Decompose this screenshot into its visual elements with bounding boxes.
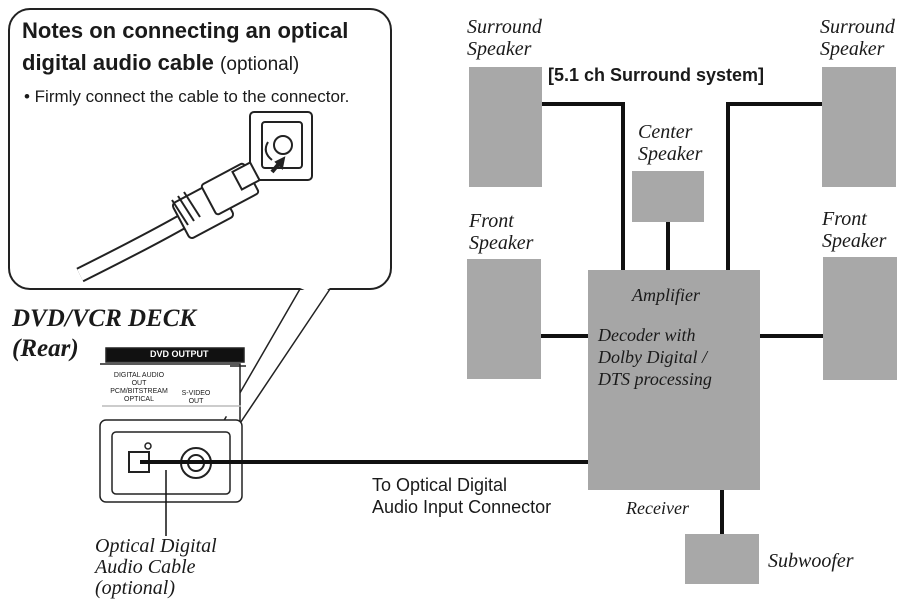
cable-label-line: Audio Cable	[95, 556, 196, 578]
surround-right-speaker	[822, 67, 896, 187]
svideo-label-line: OUT	[188, 398, 204, 405]
amplifier-label: Amplifier	[632, 285, 700, 305]
label-line: Surround	[467, 16, 542, 38]
notes-subtitle-normal: (optional)	[220, 54, 300, 75]
label-line: Speaker	[638, 143, 703, 165]
label-line: Speaker	[467, 38, 532, 60]
notes-subtitle-bold: digital audio cable	[22, 50, 214, 75]
decoder-line: Dolby Digital /	[598, 347, 707, 367]
notes-bullet: • Firmly connect the cable to the connec…	[24, 87, 350, 106]
notes-title: Notes on connecting an optical	[22, 18, 349, 43]
front-right-label: Front Speaker	[822, 208, 886, 252]
subwoofer-speaker	[685, 534, 759, 584]
wire-surround-right	[726, 102, 822, 270]
deck-title-line: (Rear)	[12, 335, 79, 362]
cable-label: Optical Digital Audio Cable (optional)	[95, 536, 217, 599]
port-label-line: PCM/BITSTREAM	[110, 388, 168, 395]
notes-callout	[8, 8, 392, 290]
receiver-box	[588, 270, 760, 490]
callout-gap	[300, 288, 330, 296]
cable-label-line: Optical Digital	[95, 535, 217, 557]
surround-right-label: Surround Speaker	[820, 16, 895, 60]
label-line: Speaker	[469, 232, 534, 254]
center-label: Center Speaker	[638, 121, 702, 165]
label-line: Speaker	[822, 230, 887, 252]
optical-connector-illustration	[249, 111, 313, 181]
port-label-line: DIGITAL AUDIO	[113, 372, 165, 379]
center-speaker	[632, 171, 704, 222]
connection-label-line: To Optical Digital	[372, 475, 508, 495]
svideo-label-line: S-VIDEO	[181, 390, 211, 397]
dvd-output-label: DVD OUTPUT	[150, 349, 209, 359]
wire-surround-left	[542, 102, 625, 270]
deck-title-line: DVD/VCR DECK	[12, 305, 197, 332]
label-line: Surround	[820, 16, 895, 38]
deck-title: DVD/VCR DECK (Rear)	[12, 304, 196, 364]
front-right-speaker	[823, 257, 897, 380]
optical-plug-illustration	[76, 161, 261, 283]
digital-audio-out-label: DIGITAL AUDIO OUT PCM/BITSTREAM OPTICAL	[104, 372, 174, 404]
port-label-line: OPTICAL	[124, 396, 154, 403]
surround-left-label: Surround Speaker	[467, 16, 542, 60]
port-label-line: OUT	[131, 380, 147, 387]
connection-label: To Optical Digital Audio Input Connector	[372, 474, 551, 518]
receiver-label: Receiver	[626, 498, 689, 518]
label-line: Speaker	[820, 38, 885, 60]
decoder-label: Decoder with Dolby Digital / DTS process…	[598, 324, 712, 390]
front-left-label: Front Speaker	[469, 210, 533, 254]
subwoofer-label: Subwoofer	[768, 550, 854, 572]
notes-subtitle: digital audio cable (optional)	[22, 50, 300, 75]
connection-label-line: Audio Input Connector	[372, 497, 552, 517]
surround-left-speaker	[469, 67, 542, 187]
front-left-speaker	[467, 259, 541, 379]
label-line: Center	[638, 121, 693, 143]
system-title: [5.1 ch Surround system]	[548, 65, 765, 85]
decoder-line: DTS processing	[598, 369, 712, 389]
label-line: Front	[822, 208, 867, 230]
s-video-out-label: S-VIDEO OUT	[176, 390, 216, 406]
speaker-wires	[541, 102, 823, 535]
cable-label-line: (optional)	[95, 577, 175, 599]
label-line: Front	[469, 210, 514, 232]
decoder-line: Decoder with	[598, 325, 696, 345]
